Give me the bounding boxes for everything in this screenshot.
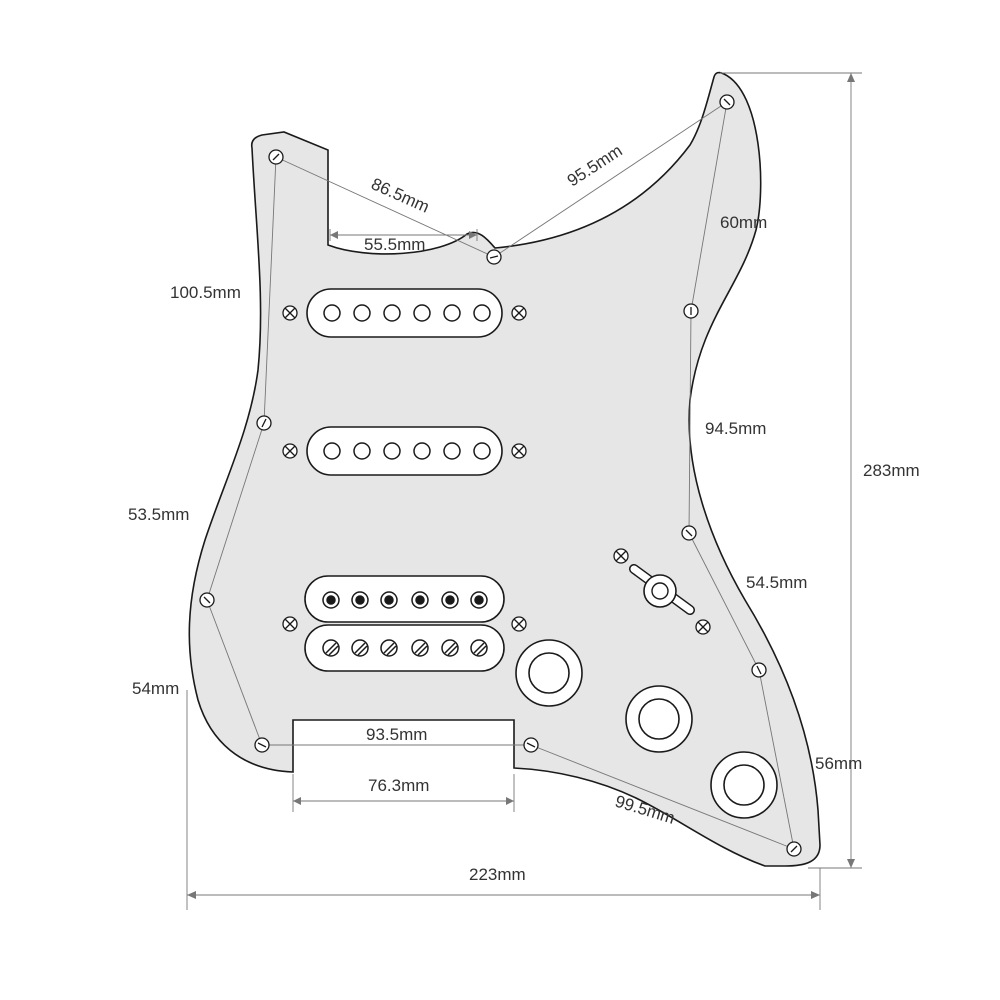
pickguard-body bbox=[188, 71, 821, 867]
screw-icon bbox=[511, 305, 527, 321]
screw-icon bbox=[282, 616, 298, 632]
screw-icon bbox=[511, 443, 527, 459]
pot-hole bbox=[515, 639, 583, 707]
mounting-screw-icon bbox=[268, 149, 284, 165]
label-56mm: 56mm bbox=[815, 754, 862, 773]
label-60mm: 60mm bbox=[720, 213, 767, 232]
pot-hole bbox=[625, 685, 693, 753]
mounting-screw-icon bbox=[681, 525, 697, 541]
label-100-5mm: 100.5mm bbox=[170, 283, 241, 302]
pot-hole bbox=[710, 751, 778, 819]
mounting-screw-icon bbox=[786, 841, 802, 857]
screw-icon bbox=[613, 548, 629, 564]
humbucker-screw-poles bbox=[322, 639, 488, 657]
screw-icon bbox=[282, 305, 298, 321]
label-94-5mm: 94.5mm bbox=[705, 419, 766, 438]
label-93-5mm: 93.5mm bbox=[366, 725, 427, 744]
bridge-humbucker bbox=[304, 575, 505, 672]
mounting-screw-icon bbox=[719, 94, 735, 110]
screw-icon bbox=[282, 443, 298, 459]
label-53-5mm: 53.5mm bbox=[128, 505, 189, 524]
screw-icon bbox=[695, 619, 711, 635]
label-76-3mm: 76.3mm bbox=[368, 776, 429, 795]
mounting-screw-icon bbox=[199, 592, 215, 608]
mounting-screw-icon bbox=[254, 737, 270, 753]
label-86-5mm: 86.5mm bbox=[368, 174, 432, 216]
middle-pickup bbox=[306, 426, 503, 476]
label-95-5mm: 95.5mm bbox=[564, 141, 626, 190]
mounting-screw-icon bbox=[523, 737, 539, 753]
mounting-screws bbox=[199, 94, 802, 857]
switch-slot bbox=[629, 564, 695, 615]
label-283mm: 283mm bbox=[863, 461, 920, 480]
mounting-screw-icon bbox=[751, 662, 767, 678]
dimension-arrows bbox=[187, 73, 855, 899]
mounting-screw-icon bbox=[256, 415, 272, 431]
mounting-screw-icon bbox=[486, 249, 502, 265]
label-54-5mm: 54.5mm bbox=[746, 573, 807, 592]
pickup-height-screws bbox=[282, 305, 711, 635]
screw-icon bbox=[511, 616, 527, 632]
humbucker-slug-poles bbox=[322, 591, 488, 609]
label-54mm: 54mm bbox=[132, 679, 179, 698]
label-55-5mm: 55.5mm bbox=[364, 235, 425, 254]
label-223mm: 223mm bbox=[469, 865, 526, 884]
mounting-screw-icon bbox=[683, 303, 699, 319]
neck-pickup bbox=[306, 288, 503, 338]
pot-holes bbox=[515, 639, 778, 819]
